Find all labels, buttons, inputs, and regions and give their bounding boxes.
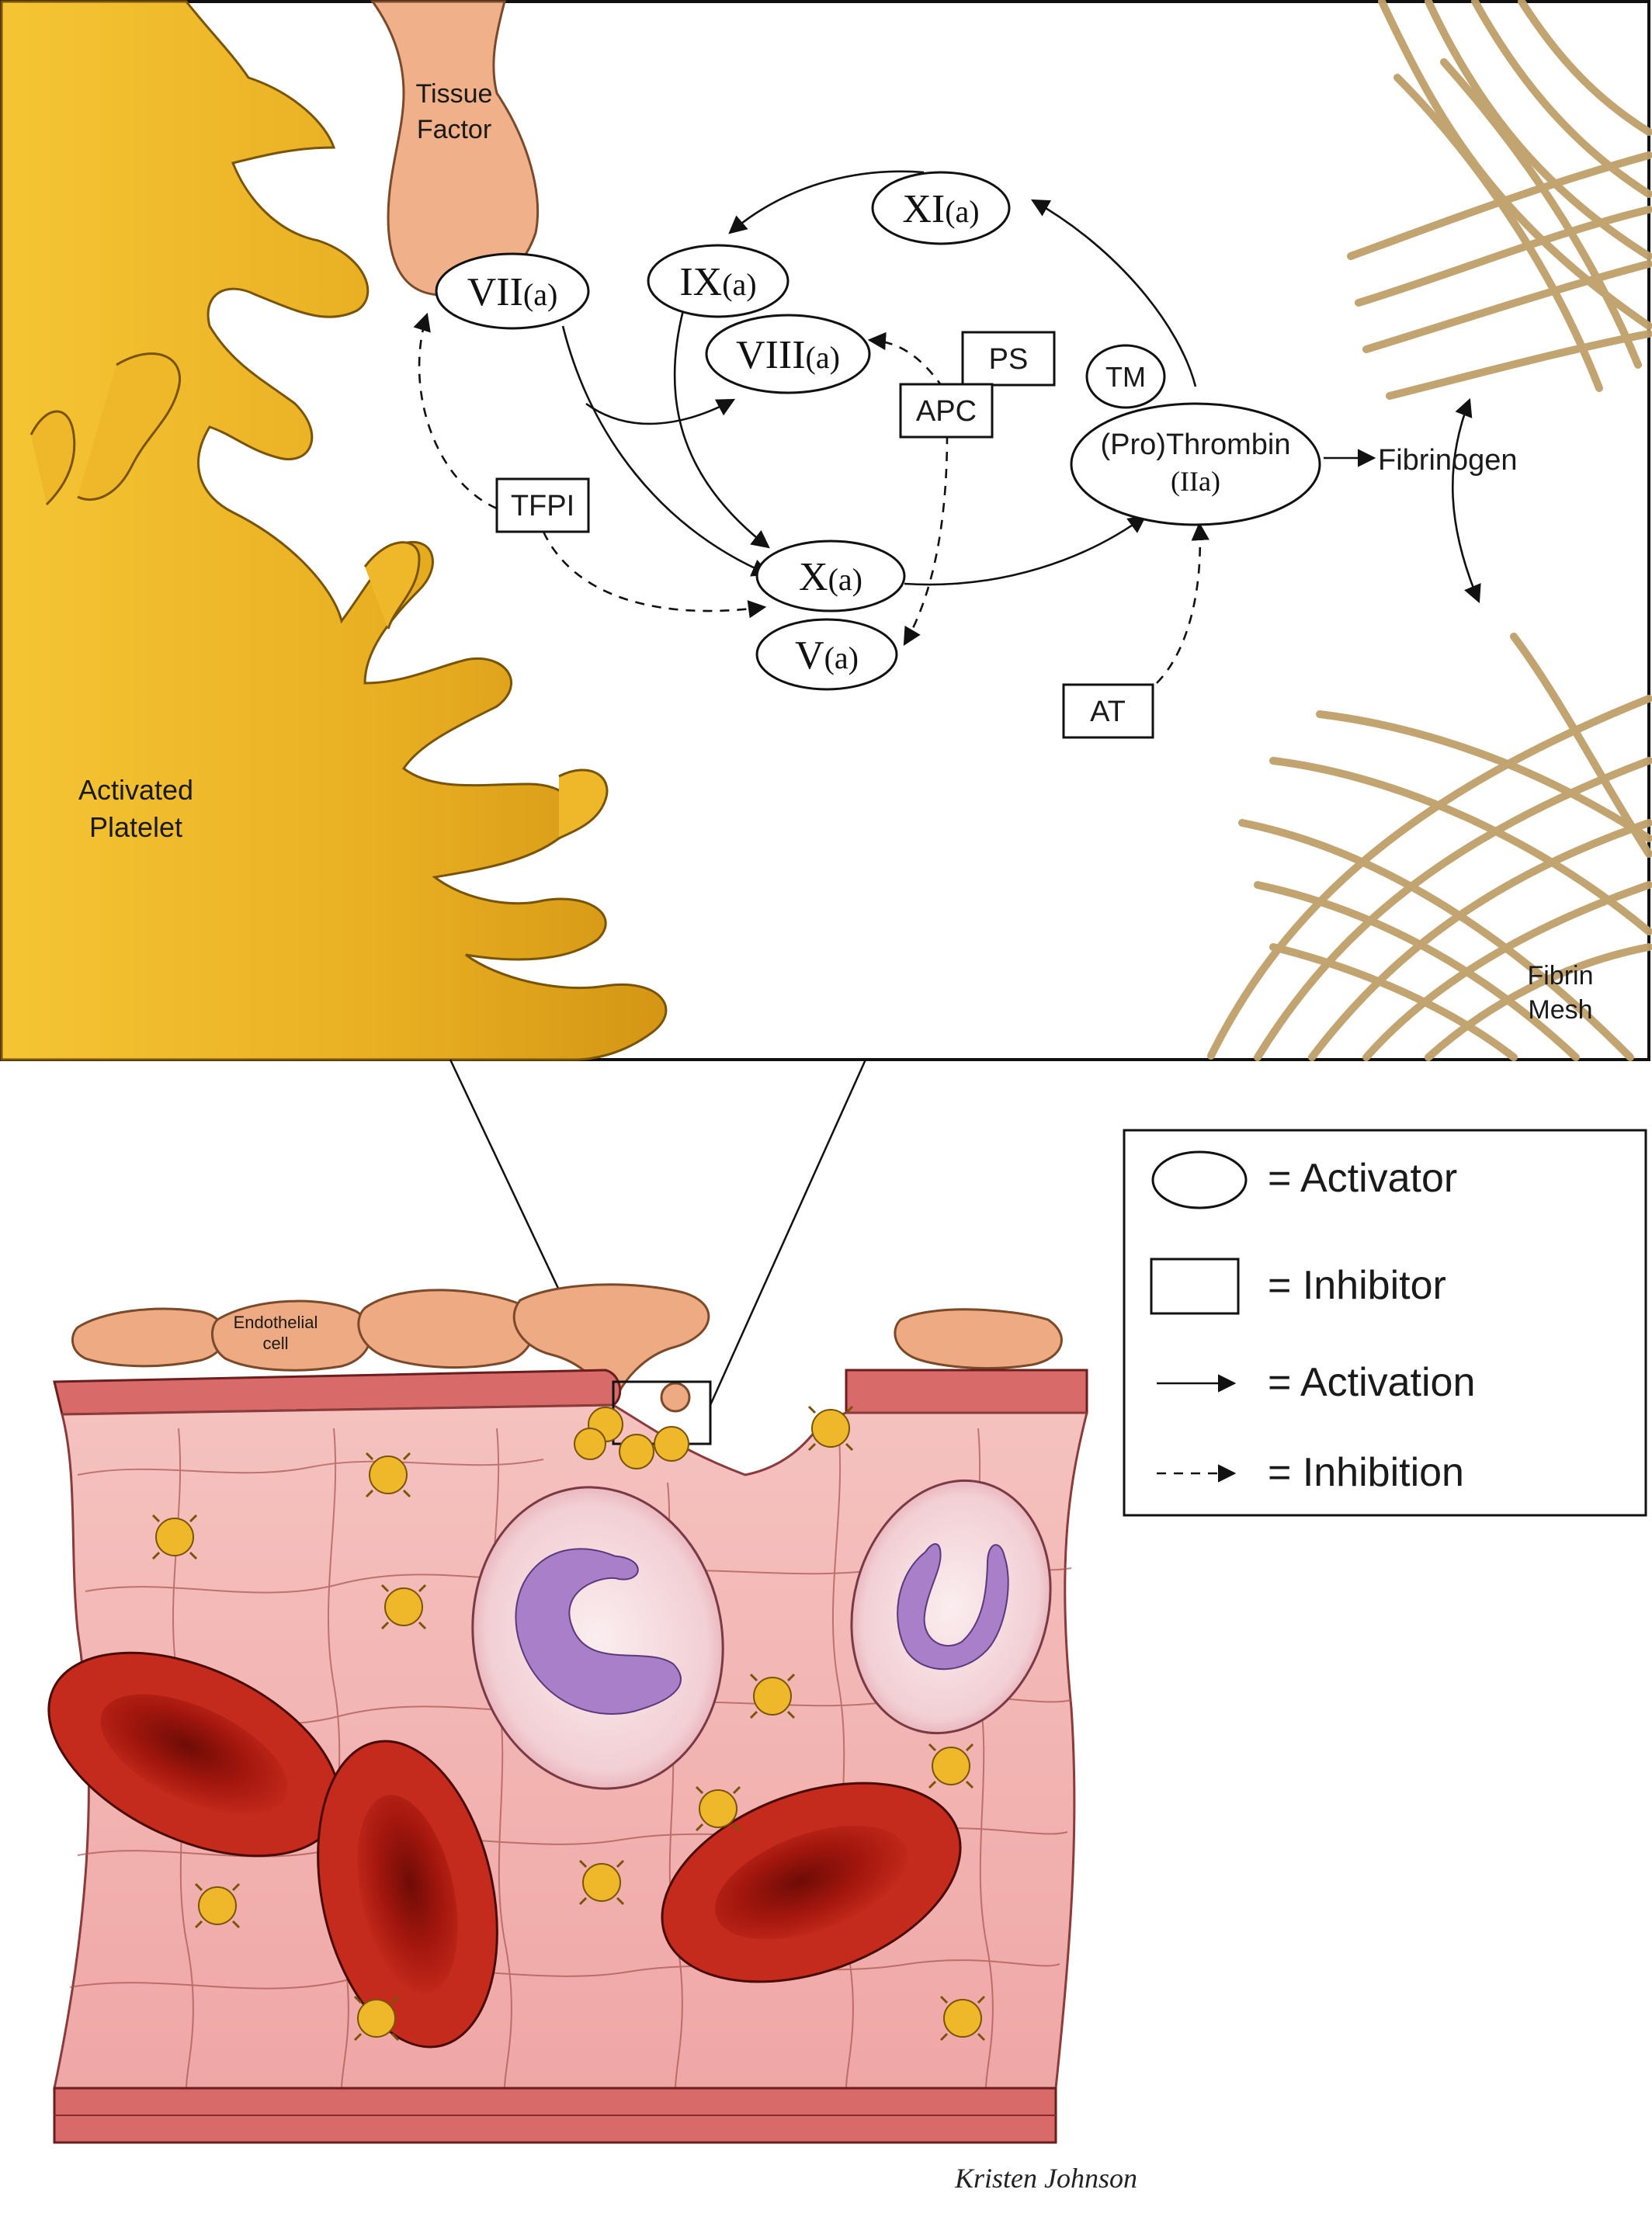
node-va: V(a) (755, 618, 898, 691)
white-blood-cells (471, 1479, 1052, 1790)
node-thrombin: (Pro)Thrombin (IIa) (1070, 402, 1321, 526)
activated-platelet-label-2: Platelet (89, 811, 182, 843)
edge-apc-to-va (903, 434, 949, 647)
edge-at-to-thrombin (1156, 522, 1210, 684)
endothelial-cell-label-1: Endothelial (234, 1313, 318, 1332)
endothelial-cells (71, 1283, 1063, 1413)
edge-viia-to-viiia (585, 398, 736, 425)
node-xa: X(a) (755, 540, 906, 612)
node-xia-suffix: (a) (945, 194, 979, 229)
edge-viia-to-xa (561, 325, 771, 577)
activated-platelet-label-1: Activated (78, 774, 193, 806)
platelets (155, 1407, 982, 2038)
node-at-label: AT (1090, 696, 1126, 728)
fibrin-mesh-label-1: Fibrin (1527, 961, 1593, 991)
endothelial-cell-label-2: cell (262, 1334, 288, 1353)
node-viiia-prefix: VIII (736, 333, 806, 377)
svg-text:V(a): V(a) (795, 633, 859, 678)
svg-text:VIII(a): VIII(a) (736, 333, 840, 377)
node-viiia: VIII(a) (705, 314, 871, 394)
node-apc-label: APC (916, 395, 977, 428)
node-tfpi-label: TFPI (511, 490, 574, 522)
node-at: AT (1062, 683, 1154, 739)
legend-inhibition-label: = Inhibition (1268, 1450, 1464, 1495)
node-ps-label: PS (989, 343, 1029, 376)
node-viiia-suffix: (a) (806, 340, 840, 375)
activation-edges (561, 170, 1481, 604)
legend-activator-shape (1151, 1150, 1248, 1209)
node-va-prefix: V (795, 633, 824, 678)
legend: = Activator = Inhibitor = Activation = I… (1123, 1129, 1647, 1517)
legend-activator-label: = Activator (1268, 1156, 1457, 1201)
platelet-spikes (151, 1405, 986, 2042)
top-panel: Tissue Factor Activated Platelet (0, 0, 1652, 1061)
node-xia-prefix: XI (902, 187, 945, 231)
edge-xia-to-ixa (728, 170, 925, 234)
legend-activation-label: = Activation (1268, 1360, 1475, 1405)
edge-apc-to-viiia (867, 331, 945, 389)
edge-ixa-to-xa (673, 310, 770, 549)
node-thrombin-sublabel: (IIa) (1171, 466, 1220, 497)
fibrinogen-label: Fibrinogen (1378, 444, 1518, 477)
node-tm-label: TM (1105, 361, 1146, 393)
svg-text:VII(a): VII(a) (467, 270, 558, 314)
node-apc: APC (899, 383, 994, 439)
edge-thrombin-to-xia (1030, 199, 1197, 387)
node-ixa: IX(a) (647, 244, 790, 318)
legend-inhibitor-label: = Inhibitor (1268, 1263, 1446, 1308)
node-viia: VII(a) (435, 252, 590, 330)
svg-text:IX(a): IX(a) (679, 260, 756, 304)
fibrin-mesh-illustration (1207, 0, 1652, 1061)
node-thrombin-label: (Pro)Thrombin (1101, 428, 1291, 461)
node-ps: PS (961, 331, 1056, 387)
tissue-factor-illustration: Tissue Factor (370, 0, 539, 297)
node-xa-suffix: (a) (828, 562, 862, 597)
edge-tfpi-to-viia (413, 312, 498, 510)
edge-xa-to-thrombin (904, 515, 1147, 586)
node-ixa-prefix: IX (679, 260, 722, 304)
node-tfpi: TFPI (495, 477, 590, 533)
svg-text:XI(a): XI(a) (902, 187, 979, 231)
node-tm: TM (1085, 344, 1166, 409)
artist-signature: Kristen Johnson (954, 2163, 1137, 2194)
vessel-illustration: Endothelial cell (47, 1283, 1088, 2144)
red-blood-cells (47, 1651, 962, 2049)
tissue-factor-label-2: Factor (417, 115, 491, 144)
activated-platelet-illustration (0, 0, 668, 1061)
fibrin-mesh-label-2: Mesh (1528, 995, 1592, 1025)
edge-fibrinogen-fibrin (1452, 397, 1481, 604)
tissue-factor-label-1: Tissue (416, 79, 493, 109)
node-viia-prefix: VII (467, 270, 523, 314)
node-xa-prefix: X (799, 555, 828, 599)
node-ixa-suffix: (a) (722, 267, 756, 302)
node-viia-suffix: (a) (523, 277, 557, 312)
edge-tfpi-to-xa (542, 531, 767, 619)
node-va-suffix: (a) (824, 640, 859, 675)
svg-text:X(a): X(a) (799, 555, 862, 599)
inhibition-edges (413, 312, 1210, 684)
legend-inhibitor-shape (1150, 1258, 1240, 1315)
node-xia: XI(a) (871, 171, 1011, 245)
